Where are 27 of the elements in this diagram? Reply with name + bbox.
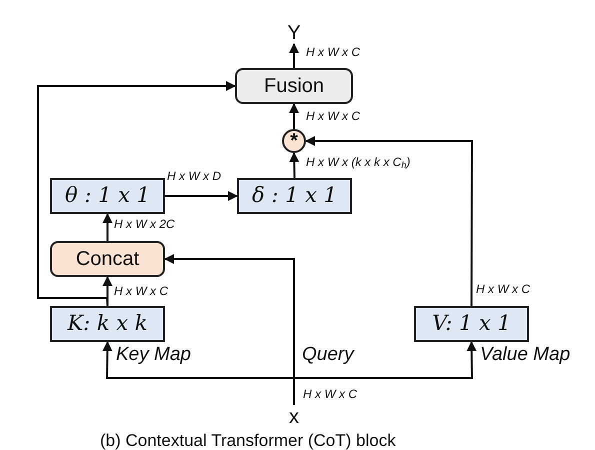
edge-label: H x W x C	[306, 110, 360, 122]
edge-label: Key Map	[116, 345, 191, 364]
operation-box: δ : 1 x 1	[237, 178, 352, 214]
edge-label: Value Map	[480, 345, 570, 364]
arrow	[165, 191, 238, 201]
arrow	[289, 103, 299, 129]
edge-label: H x W x (k x k x C$_{h}$)	[306, 156, 410, 168]
arrow	[305, 136, 473, 306]
node-label: x	[287, 405, 301, 429]
concat-box: Concat	[50, 241, 165, 277]
arrow	[289, 152, 300, 178]
operation-box: K: k x k	[50, 306, 165, 342]
edge-label: H x W x C	[306, 46, 360, 58]
arrow	[289, 43, 299, 68]
fusion-box: Fusion	[235, 68, 353, 104]
operation-box: V: 1 x 1	[414, 306, 529, 342]
arrow	[37, 81, 236, 306]
edge-label: H x W x C	[114, 285, 168, 297]
caption: (b) Contextual Transformer (CoT) block	[100, 430, 396, 450]
node-label: Y	[284, 22, 304, 44]
edge-label: H x W x 2C	[114, 218, 175, 230]
dimension-label: H x W x C	[303, 386, 357, 403]
edge-label: H x W x C	[476, 283, 530, 295]
operation-box: θ : 1 x 1	[50, 178, 165, 214]
edge-label: H x W x D	[167, 170, 221, 182]
arrow	[102, 213, 112, 241]
edge-label: Query	[302, 345, 354, 364]
